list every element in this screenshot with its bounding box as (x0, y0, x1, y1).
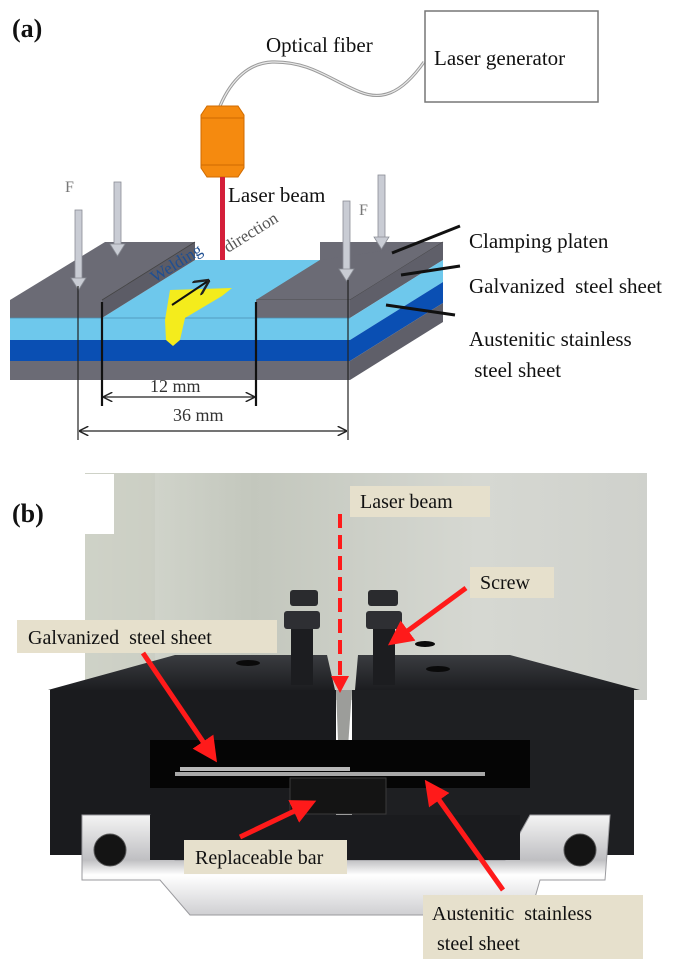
panel-b-label: (b) (12, 499, 44, 528)
tag-galvanized: Galvanized steel sheet (28, 627, 212, 649)
panel-b: (b) (0, 473, 680, 959)
force-arrow-right-back (373, 174, 390, 250)
tag-galvanized-box (17, 620, 277, 653)
panel-a-label: (a) (12, 14, 42, 43)
direction-word: direction (220, 208, 282, 256)
force-arrow-left-front (70, 209, 87, 291)
force-label-left: F (65, 179, 74, 196)
laser-beam-label: Laser beam (228, 183, 325, 207)
welding-direction-arrow (171, 281, 208, 306)
left-platen-front (10, 300, 102, 320)
laser-generator-box (424, 10, 599, 103)
right-platen-front (256, 300, 350, 320)
fixture-right-block-top (355, 655, 640, 690)
force-arrow-left-back (109, 181, 126, 257)
force-label-right: F (359, 202, 368, 219)
weld-seam (165, 288, 232, 346)
bottom-platen-front (10, 361, 350, 380)
tag-screw-box (470, 567, 554, 598)
laser-head-icon (200, 105, 245, 178)
legend-austenitic-line1: Austenitic stainless (469, 327, 632, 351)
arrow-austenitic (424, 779, 506, 892)
tag-austenitic-box (423, 895, 643, 959)
tag-laser-beam: Laser beam (360, 491, 453, 513)
dimension-36mm-label: 36 mm (173, 405, 224, 425)
laser-generator-label: Laser generator (434, 46, 565, 70)
arrow-screw (387, 585, 468, 646)
austenitic-sheet-front (10, 340, 350, 361)
dimension-12mm-label: 12 mm (150, 376, 201, 396)
left-clamping-platen-top (10, 242, 195, 300)
legend-galvanized-steel-sheet: Galvanized steel sheet (469, 274, 662, 298)
photo-galvanized-sheet (180, 767, 350, 771)
tag-austenitic-line2: steel sheet (432, 933, 520, 955)
laser-beam (220, 177, 225, 287)
optical-fiber-label: Optical fiber (266, 33, 373, 57)
screw-left (284, 590, 320, 685)
tag-austenitic-line1: Austenitic stainless (432, 903, 592, 925)
tag-replaceable-bar: Replaceable bar (195, 847, 324, 869)
arrow-replaceable-bar (238, 800, 317, 840)
force-arrow-right-front (338, 200, 355, 282)
legend-austenitic-line2: steel sheet (469, 358, 561, 382)
tag-replaceable-bar-box (184, 840, 347, 874)
panel-a: (a) Optical fiber Laser generator Laser … (10, 10, 662, 440)
tag-screw: Screw (480, 572, 531, 594)
tag-laser-beam-box (350, 486, 490, 517)
fixture-left-block-top (48, 655, 335, 690)
legend-clamping-platen: Clamping platen (469, 229, 609, 253)
photo-austenitic-sheet (175, 772, 485, 776)
arrow-galvanized (140, 651, 218, 763)
